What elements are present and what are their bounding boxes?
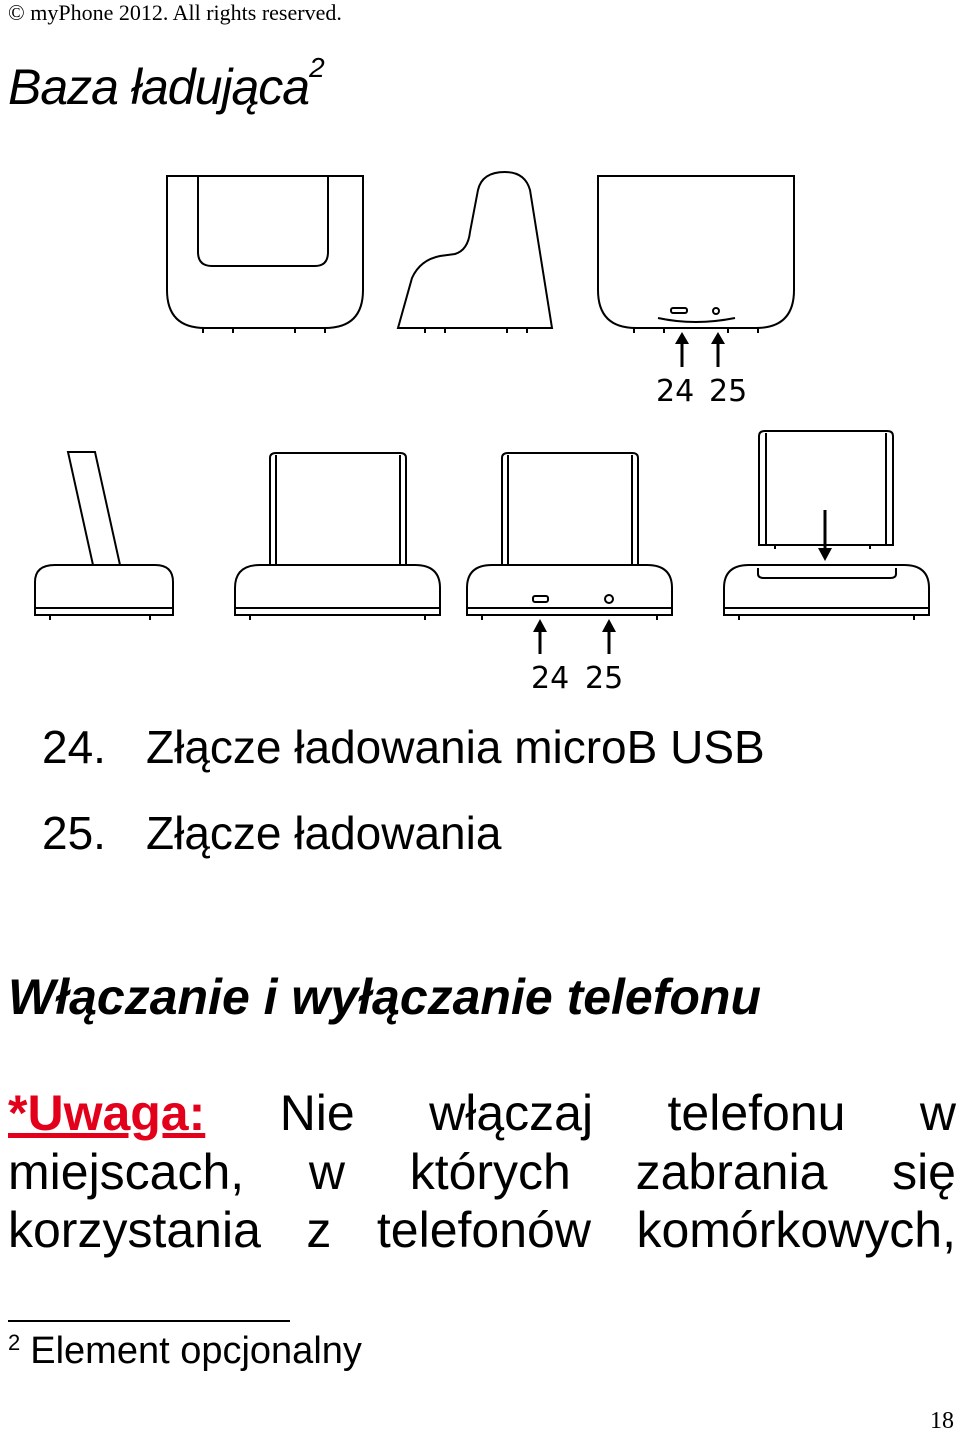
word: których <box>409 1144 571 1200</box>
callout-top-25: 25 <box>709 374 748 409</box>
copyright-notice: © myPhone 2012. All rights reserved. <box>8 0 342 25</box>
dock-back-view <box>597 175 795 333</box>
legend-number: 25. <box>42 807 106 859</box>
word: komórkowych, <box>636 1202 956 1258</box>
dc-port-icon <box>712 307 720 315</box>
dock-front-view <box>166 175 364 333</box>
dock-with-phone-back <box>466 452 673 620</box>
microusb-port-icon-bottom <box>532 595 549 603</box>
section-heading: Włączanie i wyłączanie telefonu <box>8 969 762 1025</box>
footnote-marker: 2 <box>8 1330 21 1355</box>
word: Nie <box>279 1085 355 1141</box>
legend-text: Złącze ładowania <box>146 807 502 859</box>
dock-side-view <box>396 170 554 333</box>
footnote-text: Element opcjonalny <box>30 1330 362 1372</box>
callout-bottom-24: 24 <box>531 661 570 696</box>
legend-number: 24. <box>42 721 106 773</box>
microusb-port-icon <box>670 307 688 314</box>
paragraph-line-2: miejscach, w których zabrania się <box>8 1143 956 1201</box>
port-arrows-top <box>675 332 725 367</box>
word: korzystania <box>8 1202 261 1258</box>
legend-item-25: 25. Złącze ładowania <box>42 806 501 860</box>
legend-text: Złącze ładowania microB USB <box>146 721 765 773</box>
dock-insert-phone <box>723 430 930 620</box>
word: w <box>919 1085 956 1141</box>
dc-port-icon-bottom <box>604 594 614 604</box>
footnote-reference: 2 <box>309 52 325 83</box>
footnote-separator <box>8 1320 290 1322</box>
word: z <box>306 1202 332 1258</box>
callout-top-24: 24 <box>656 374 695 409</box>
dock-with-phone-side <box>34 451 174 620</box>
word: miejscach, <box>8 1144 245 1200</box>
page-number: 18 <box>930 1408 954 1434</box>
word: telefonu <box>667 1085 846 1141</box>
word: włączaj <box>429 1085 594 1141</box>
paragraph-line-3: korzystania z telefonów komórkowych, <box>8 1201 956 1259</box>
warning-label: *Uwaga: <box>8 1085 206 1141</box>
word: telefonów <box>376 1202 591 1258</box>
word: zabrania <box>635 1144 828 1200</box>
word: się <box>892 1144 956 1200</box>
port-arrows-bottom <box>533 619 616 654</box>
footnote: 2 Element opcjonalny <box>8 1330 362 1373</box>
callout-bottom-25: 25 <box>585 661 624 696</box>
legend-item-24: 24. Złącze ładowania microB USB <box>42 720 765 774</box>
dock-with-phone-front <box>234 452 441 620</box>
section-title-text: Baza ładująca <box>8 59 310 115</box>
paragraph-line-1: *Uwaga: Nie włączaj telefonu w <box>8 1084 956 1142</box>
word: w <box>308 1144 345 1200</box>
section-title: Baza ładująca2 <box>8 52 325 116</box>
